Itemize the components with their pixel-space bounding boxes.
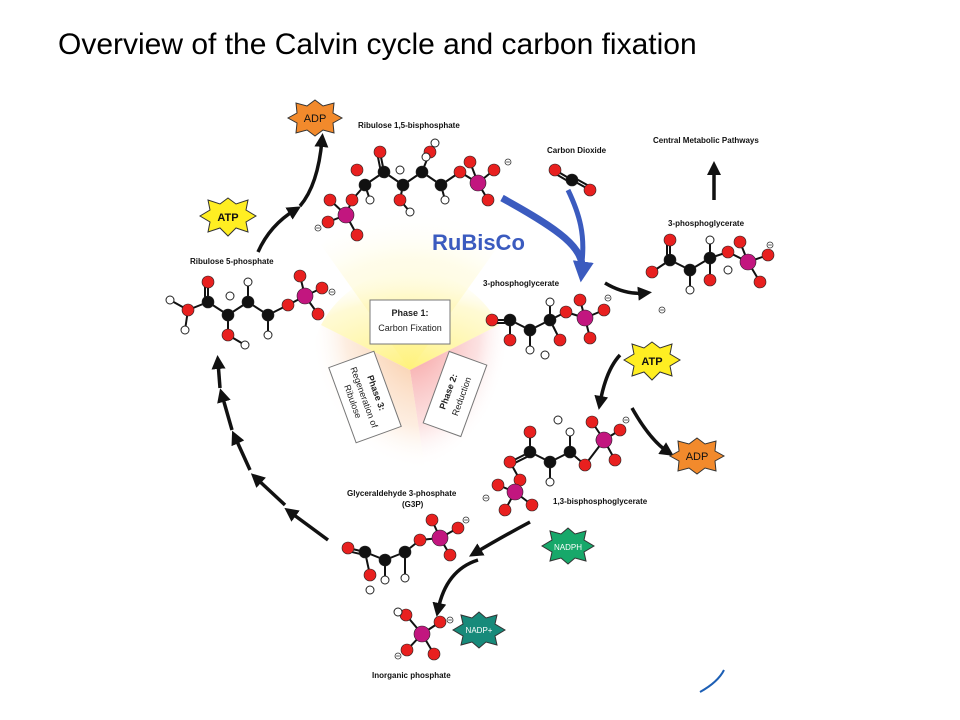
co2-to-rubisco-arrow (565, 188, 586, 263)
adp-right-badge: ADP (668, 437, 726, 475)
label-rubp: Ribulose 1,5-bisphosphate (358, 121, 460, 130)
atp-top-badge: ATP (199, 197, 257, 237)
nadph-badge: NADPH (541, 527, 595, 565)
adp-top-badge: ADP (286, 99, 344, 137)
molecule-structures (165, 138, 775, 661)
label-3pga-mid: 3-phosphoglycerate (483, 279, 560, 288)
nadp-label: NADP+ (466, 626, 493, 635)
molecule-bpg (482, 415, 630, 517)
phase-1-box: Phase 1: Carbon Fixation (369, 299, 451, 345)
molecule-3pga-mid (485, 293, 612, 360)
cycle-arrows (211, 133, 721, 617)
molecule-rubp (314, 138, 512, 242)
label-bpg: 1,3-bisphosphoglycerate (553, 497, 648, 506)
nadph-label: NADPH (554, 543, 582, 552)
rubisco-arrow (500, 194, 594, 283)
label-g3p: Glyceraldehyde 3-phosphate (347, 489, 457, 498)
decorative-swoosh (699, 669, 725, 693)
label-inorganic-phosphate: Inorganic phosphate (372, 671, 451, 680)
label-r5p: Ribulose 5-phosphate (190, 257, 274, 266)
molecule-g3p (341, 513, 470, 595)
molecule-3pga-top (645, 233, 775, 314)
molecule-r5p (165, 269, 336, 350)
slide-title: Overview of the Calvin cycle and carbon … (58, 28, 697, 61)
phase-1-title: Phase 1: (391, 308, 428, 318)
molecule-co2 (548, 163, 597, 197)
label-3pga-top: 3-phosphoglycerate (668, 219, 745, 228)
adp-right-label: ADP (686, 451, 709, 463)
label-central-pathways: Central Metabolic Pathways (653, 136, 759, 145)
phase-2-box: Phase 2: Reduction (422, 350, 488, 438)
rubisco-label: RuBisCo (432, 230, 525, 255)
adp-top-label: ADP (304, 113, 327, 125)
phase-1-body: Carbon Fixation (378, 323, 442, 333)
atp-top-label: ATP (217, 212, 238, 224)
nadp-badge: NADP+ (452, 611, 506, 649)
phase-3-box: Phase 3: Regeneration of Ribulose (328, 350, 402, 444)
molecule-pi (393, 607, 454, 661)
atp-right-label: ATP (641, 356, 662, 368)
label-co2: Carbon Dioxide (547, 146, 607, 155)
atp-right-badge: ATP (623, 341, 681, 381)
label-g3p-abbr: (G3P) (402, 500, 424, 509)
